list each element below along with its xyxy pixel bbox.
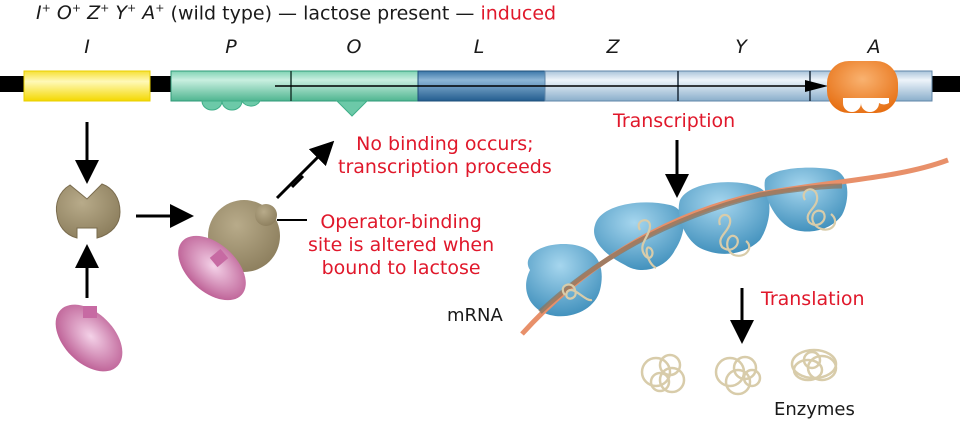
- enzyme: [790, 348, 838, 382]
- nascent-polypeptides: [561, 188, 837, 302]
- gene-label-p: P: [225, 36, 237, 58]
- title-description: (wild type) — lactose present —: [170, 2, 475, 25]
- transcription-arrowhead: [805, 80, 828, 92]
- block-tick: [290, 174, 305, 189]
- enzymes-label: Enzymes: [774, 399, 855, 420]
- translation-label: Translation: [761, 288, 865, 310]
- mrna-covered: [538, 183, 843, 314]
- gene-label-l: L: [473, 36, 485, 58]
- diagram-title: I+ O+ Z+ Y+ A+ (wild type) — lactose pre…: [36, 2, 556, 24]
- repressor-inducer-complex: [178, 200, 280, 301]
- enzyme: [714, 355, 762, 396]
- operator-site-label: Operator-binding site is altered when bo…: [308, 211, 495, 279]
- enzymes-group: [640, 348, 838, 396]
- repressor: [55, 183, 121, 239]
- title-state: induced: [480, 2, 557, 25]
- gene-label-y: Y: [735, 36, 747, 58]
- operator-site: [335, 100, 369, 117]
- genotype: I+ O+ Z+ Y+ A+: [36, 2, 165, 25]
- inducer-lactose: [55, 304, 123, 372]
- promoter-bumps: [201, 100, 261, 111]
- region-i: [23, 70, 151, 102]
- transcription-label: Transcription: [613, 110, 736, 132]
- gene-label-a: A: [867, 36, 881, 58]
- mrna-label: mRNA: [447, 305, 503, 326]
- no-binding-label: No binding occurs; transcription proceed…: [338, 133, 552, 178]
- enzyme: [640, 353, 686, 394]
- ribosome: [526, 244, 602, 317]
- arrow-no-binding: [275, 140, 335, 200]
- gene-label-o: O: [346, 36, 362, 58]
- rna-polymerase: [827, 61, 898, 113]
- gene-label-i: I: [84, 36, 90, 58]
- gene-label-z: Z: [606, 36, 620, 58]
